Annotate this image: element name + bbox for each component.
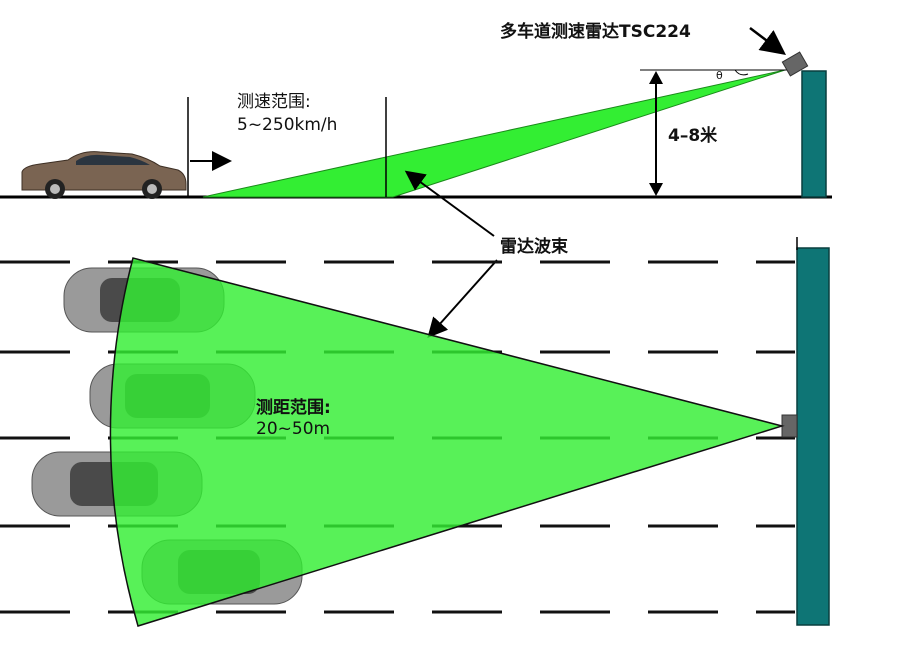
car-side-view-icon: [22, 152, 186, 199]
radar-beam-label: 雷达波束: [500, 236, 568, 257]
theta-label: θ: [716, 69, 723, 82]
mount-height-label: 4–8米: [668, 125, 718, 146]
side-view: θ 多车道测速雷达TSC224 4–8米 测速范围: 5~250km/h: [0, 21, 832, 199]
distance-range-title: 测距范围:: [256, 397, 331, 418]
beam-arrow-up: [408, 173, 494, 236]
radar-pole-top: [797, 248, 829, 625]
theta-arc: [735, 70, 748, 75]
radar-name-label: 多车道测速雷达TSC224: [500, 21, 691, 42]
beam-arrow-down: [430, 260, 497, 335]
top-beam: [110, 258, 782, 626]
radar-name-arrow: [750, 28, 782, 52]
speed-range-title: 测速范围:: [237, 92, 311, 112]
speed-range-value: 5~250km/h: [237, 115, 337, 135]
top-view: 测距范围: 20~50m: [0, 237, 829, 626]
distance-range-value: 20~50m: [256, 419, 330, 439]
radar-pole-side: [802, 71, 826, 197]
